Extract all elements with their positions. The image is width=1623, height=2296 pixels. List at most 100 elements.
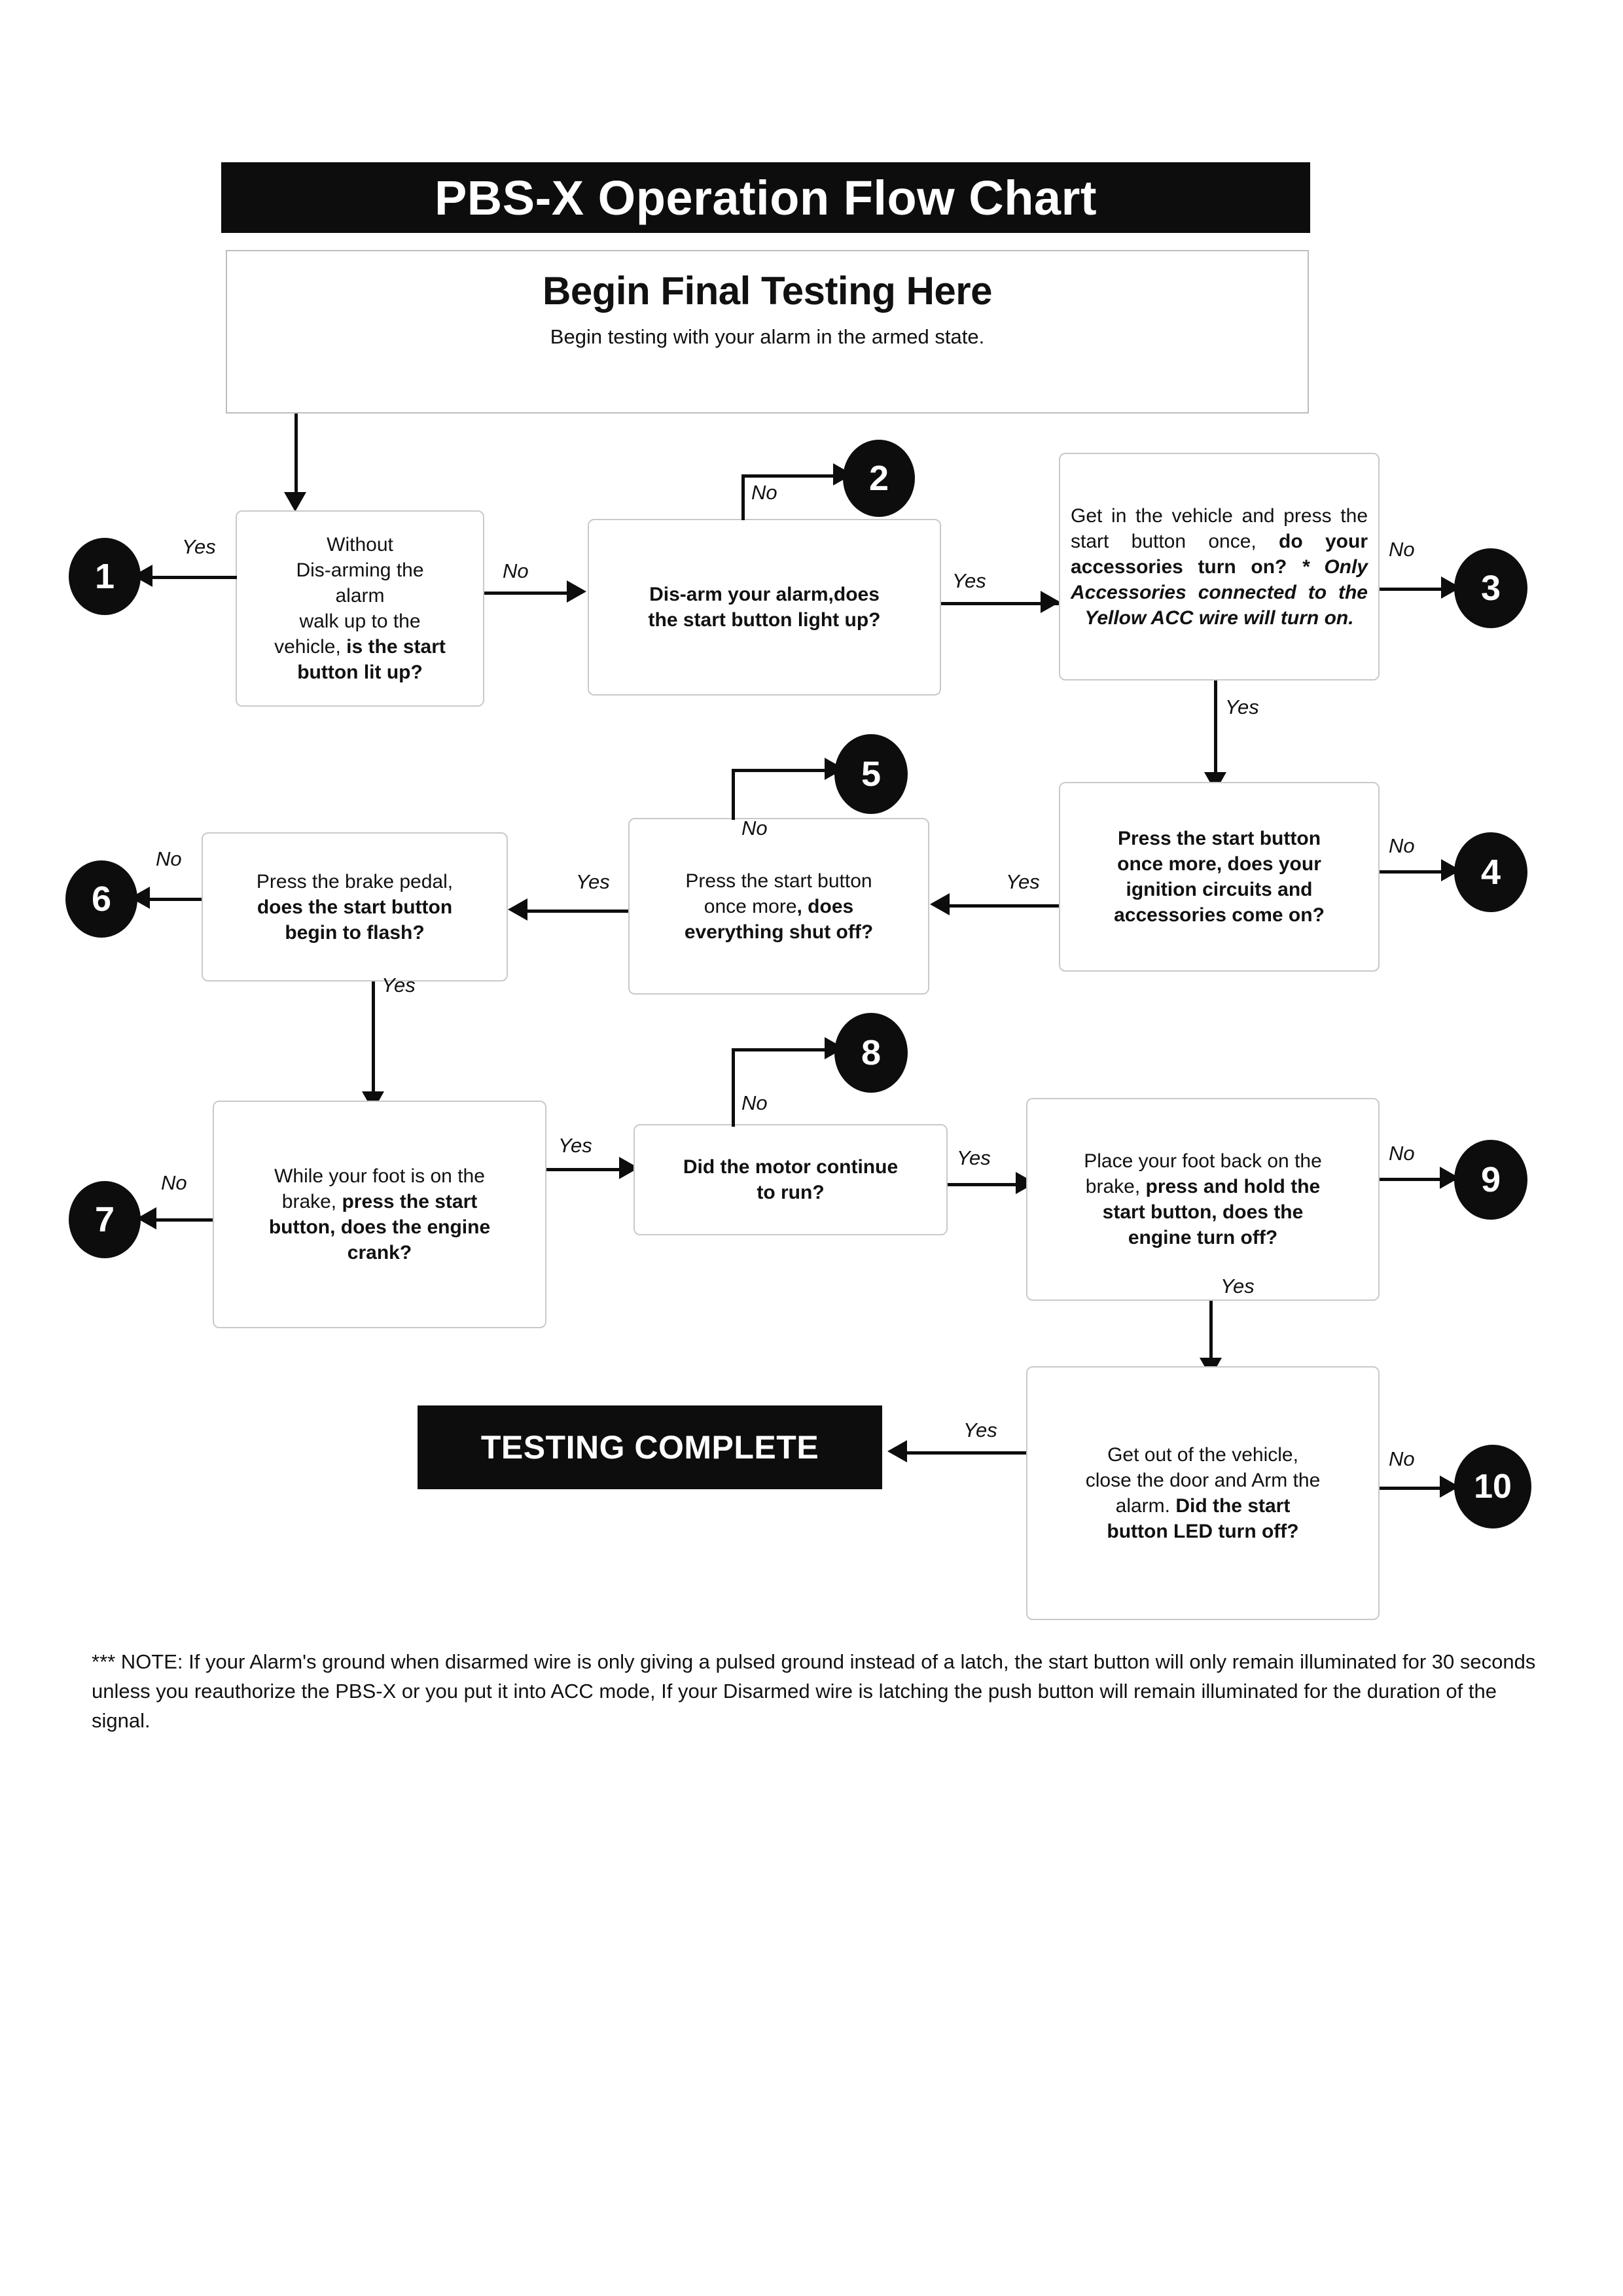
badge-3[interactable]: 3 [1454,548,1527,628]
n10-line2: close the door and Arm the [1085,1470,1321,1491]
edge-n8-no-horz [732,1048,829,1051]
node-press-start-ignition-text: Press the start button once more, does y… [1071,826,1368,928]
edge-label-n7-yes: Yes [558,1134,592,1157]
n10-line4-bold: button LED turn off? [1107,1521,1299,1542]
edge-n7-no [156,1218,213,1222]
edge-label-n4-yes: Yes [1006,870,1040,893]
badge-10[interactable]: 10 [1454,1445,1531,1528]
n9-line2: brake, press and hold the [1038,1174,1368,1199]
edge-n5-no-horz [732,769,829,772]
badge-10-number: 10 [1474,1468,1512,1506]
n2-line1-bold: Dis-arm your alarm,does [649,584,880,605]
edge-label-n9-no: No [1389,1142,1415,1165]
n1-line5-plain: vehicle, [274,636,347,658]
badge-2[interactable]: 2 [843,440,915,517]
node-brake-pedal-flash-text: Press the brake pedal, does the start bu… [213,869,496,945]
page-title: PBS-X Operation Flow Chart [434,170,1097,225]
node-motor-continue-run-text: Did the motor continue to run? [645,1154,936,1205]
badge-5[interactable]: 5 [834,734,908,814]
page-title-bar: PBS-X Operation Flow Chart [221,162,1310,233]
n9-line4-bold: engine turn off? [1128,1227,1278,1248]
n8-line1: Did the motor continue [645,1154,936,1180]
edge-start-to-n1 [294,414,298,497]
n4-line4: accessories come on? [1071,902,1368,928]
n5-line3: everything shut off? [640,919,918,945]
node-disarm-alarm-text: Dis-arm your alarm,does the start button… [599,582,929,633]
edge-n3-no [1380,588,1458,591]
edge-n7-no2 [546,1168,624,1171]
edge-n8-no-vert [732,1048,735,1127]
n3-italic: * Only Accessories connected to the Yell… [1071,556,1368,629]
n6-line3-bold: begin to flash? [285,921,425,944]
node-get-out-arm-alarm-text: Get out of the vehicle, close the door a… [1038,1442,1368,1544]
edge-n2-no-horz [741,474,838,478]
badge-1[interactable]: 1 [69,538,141,615]
start-box: Begin Final Testing Here Begin testing w… [226,250,1309,414]
n10-line3-plain: alarm. [1115,1495,1176,1517]
node-foot-back-brake-hold[interactable]: Place your foot back on the brake, press… [1026,1098,1380,1301]
node-foot-on-brake-crank[interactable]: While your foot is on the brake, press t… [213,1101,546,1328]
node-foot-back-brake-hold-text: Place your foot back on the brake, press… [1038,1148,1368,1250]
n10-line3-bold: Did the start [1175,1495,1291,1517]
n4-line3: ignition circuits and [1071,877,1368,902]
edge-label-n3-no: No [1389,538,1415,561]
testing-complete-label: TESTING COMPLETE [480,1429,819,1466]
badge-8[interactable]: 8 [834,1013,908,1093]
n7-line2-bold: press the start [342,1191,478,1212]
n4-line1-bold: Press the start button [1117,828,1321,849]
n4-line2-bold: once more, does your [1117,853,1321,875]
arrowhead-start-to-n1 [284,492,306,512]
node-brake-pedal-flash[interactable]: Press the brake pedal, does the start bu… [202,832,508,981]
edge-n5-no-vert [732,769,735,820]
n8-line2: to run? [645,1180,936,1205]
node-get-in-vehicle[interactable]: Get in the vehicle and press the start b… [1059,453,1380,680]
n1-line2: Dis-arming the [296,559,424,581]
n9-line1: Place your foot back on the [1084,1150,1322,1172]
edge-n2-no-vert [741,474,745,520]
n5-line1: Press the start button [685,870,872,892]
n3-plain: Get in the vehicle and press the start b… [1071,504,1368,552]
testing-complete-banner: TESTING COMPLETE [418,1405,882,1489]
node-get-in-vehicle-text: Get in the vehicle and press the start b… [1071,503,1368,631]
badge-9[interactable]: 9 [1454,1140,1527,1220]
n7-line2: brake, press the start [224,1189,535,1214]
arrowhead-n4-yes [930,893,950,915]
arrowhead-n1-no [567,580,586,603]
n4-line3-bold: ignition circuits and [1126,879,1313,900]
node-motor-continue-run[interactable]: Did the motor continue to run? [633,1124,948,1235]
n7-line3-bold: button, does the engine [268,1216,491,1238]
n7-line3: button, does the engine [224,1214,535,1240]
n4-line2: once more, does your [1071,851,1368,877]
node-press-start-ignition[interactable]: Press the start button once more, does y… [1059,782,1380,972]
edge-n3-yes [1214,680,1217,782]
node-get-out-arm-alarm[interactable]: Get out of the vehicle, close the door a… [1026,1366,1380,1620]
n2-line1: Dis-arm your alarm,does [599,582,929,607]
badge-5-number: 5 [861,754,882,794]
node-without-disarming[interactable]: Without Dis-arming the alarm walk up to … [236,510,484,707]
arrowhead-n5-yes [508,898,527,921]
start-heading: Begin Final Testing Here [543,269,993,313]
edge-n6-no [149,898,202,901]
node-disarm-alarm[interactable]: Dis-arm your alarm,does the start button… [588,519,941,696]
n3-bold: do your accessories turn on? [1071,530,1368,578]
badge-7[interactable]: 7 [69,1181,141,1258]
edge-n2-yes [941,602,1059,605]
edge-label-n8-no: No [741,1091,768,1114]
start-subtext: Begin testing with your alarm in the arm… [550,325,985,348]
node-press-start-shutoff[interactable]: Press the start button once more, does e… [628,818,929,995]
badge-8-number: 8 [861,1033,882,1072]
n6-line3: begin to flash? [213,920,496,945]
footer-note: *** NOTE: If your Alarm's ground when di… [92,1650,1536,1732]
badge-6[interactable]: 6 [65,860,137,938]
n1-line1: Without [327,534,393,556]
node-foot-on-brake-crank-text: While your foot is on the brake, press t… [224,1163,535,1265]
badge-4[interactable]: 4 [1454,832,1527,912]
n9-line3-bold: start button, does the [1102,1201,1304,1223]
edge-label-n1-yes: Yes [182,535,216,558]
edge-n5-yes [527,910,628,913]
n7-line4-bold: crank? [347,1242,412,1263]
n1-line6: button lit up? [247,660,473,685]
n9-line2-bold: press and hold the [1145,1176,1321,1197]
edge-n9-no [1380,1178,1457,1181]
arrowhead-n2-yes [1041,591,1060,613]
